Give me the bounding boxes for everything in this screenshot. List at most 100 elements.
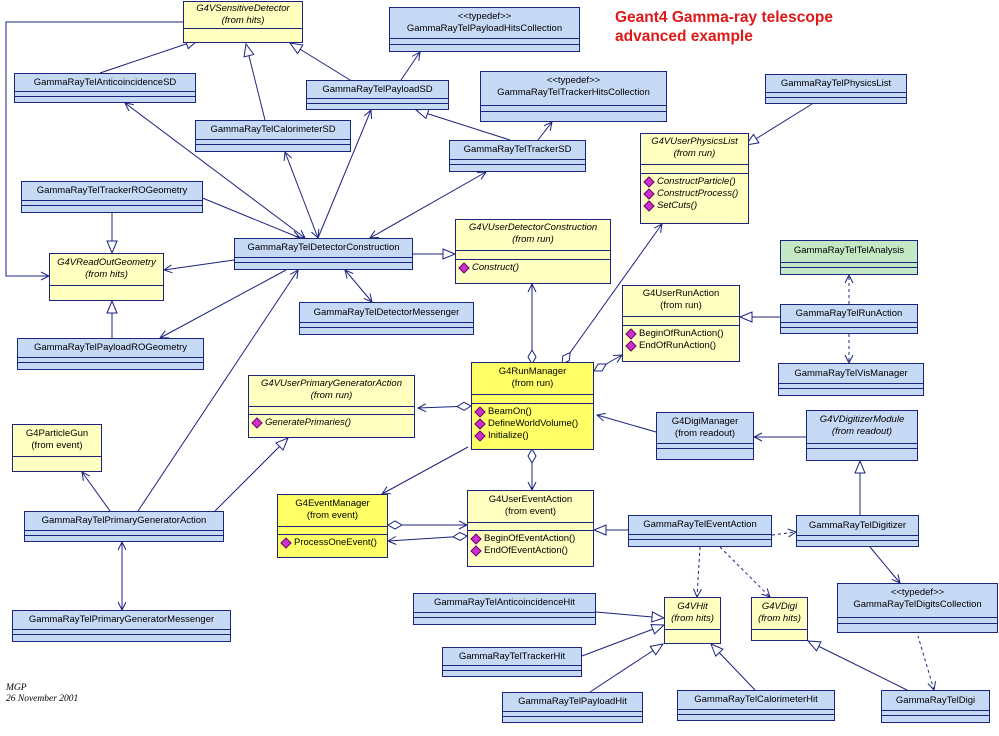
class-name: GammaRayTelPrimaryGeneratorAction: [41, 515, 207, 526]
class-g4vdigi[interactable]: G4VDigi(from hits): [751, 597, 808, 641]
class-g4vuserdetectorconstruction[interactable]: G4VUserDetectorConstruction(from run) Co…: [455, 219, 611, 284]
class-digits-collection[interactable]: <<typedef>>GammaRayTelDigitsCollection: [837, 583, 998, 633]
class-package: (from run): [511, 378, 554, 389]
operation-label: EndOfRunAction(): [639, 340, 717, 351]
class-name: G4VDigitizerModule: [819, 414, 905, 425]
class-payload-hit[interactable]: GammaRayTelPayloadHit: [502, 692, 643, 723]
class-event-action[interactable]: GammaRayTelEventAction: [628, 515, 772, 547]
operation-item[interactable]: GeneratePrimaries(): [251, 417, 412, 429]
operation-item[interactable]: EndOfRunAction(): [625, 340, 737, 352]
class-g4vsensitivedetector[interactable]: G4VSensitiveDetector(from hits): [183, 1, 303, 43]
operation-item[interactable]: BeginOfRunAction(): [625, 328, 737, 340]
operation-icon: [625, 340, 637, 352]
class-g4vuserphysicslist[interactable]: G4VUserPhysicsList(from run) ConstructPa…: [640, 133, 749, 224]
operation-item[interactable]: ConstructProcess(): [643, 188, 746, 200]
class-primary-generator-messenger[interactable]: GammaRayTelPrimaryGeneratorMessenger: [12, 610, 231, 642]
class-name: GammaRayTelPhysicsList: [780, 78, 892, 89]
class-digitizer[interactable]: GammaRayTelDigitizer: [796, 515, 919, 547]
class-tracker-hit[interactable]: GammaRayTelTrackerHit: [442, 647, 582, 677]
class-attributes: [22, 200, 202, 205]
class-payload-ro-geometry[interactable]: GammaRayTelPayloadROGeometry: [17, 338, 204, 370]
gen-calorimeter-sd: [246, 44, 266, 121]
class-tracker-hits-collection[interactable]: <<typedef>>GammaRayTelTrackerHitsCollect…: [480, 71, 667, 122]
operation-item[interactable]: ProcessOneEvent(): [280, 537, 385, 549]
class-g4vreadoutgeometry[interactable]: G4VReadOutGeometry(from hits): [49, 253, 164, 301]
dep-event-vdigi: [719, 546, 770, 597]
class-run-action[interactable]: GammaRayTelRunAction: [780, 304, 918, 334]
class-name: G4ParticleGun: [25, 428, 89, 439]
operation-label: Construct(): [472, 262, 519, 273]
operation-label: BeginOfEventAction(): [484, 533, 576, 544]
class-operations: [797, 540, 918, 541]
class-g4vdigitizermodule[interactable]: G4VDigitizerModule(from readout): [806, 410, 918, 461]
class-operations: [779, 388, 923, 389]
class-name: GammaRayTelTrackerSD: [463, 144, 572, 155]
operation-item[interactable]: BeginOfEventAction(): [470, 533, 591, 545]
class-name: GammaRayTelPayloadSD: [322, 84, 433, 95]
class-payload-hits-collection[interactable]: <<typedef>>GammaRayTelPayloadHitsCollect…: [389, 7, 580, 52]
class-operations: BeamOn() DefineWorldVolume() Initialize(…: [472, 403, 593, 444]
class-operations: [781, 267, 917, 268]
class-physics-list[interactable]: GammaRayTelPhysicsList: [765, 74, 907, 104]
class-g4usereventaction[interactable]: G4UserEventAction(from event) BeginOfEve…: [467, 490, 594, 567]
operation-item[interactable]: Initialize(): [474, 430, 591, 442]
author-note: MGP 26 November 2001: [6, 683, 78, 705]
assoc-dc-tracker-ro: [199, 196, 300, 238]
operation-label: DefineWorldVolume(): [488, 418, 579, 429]
class-operations: [781, 327, 917, 328]
operation-label: Initialize(): [488, 430, 529, 441]
class-g4runmanager[interactable]: G4RunManager(from run) BeamOn() DefineWo…: [471, 362, 594, 450]
class-name: G4VSensitiveDetector: [196, 3, 290, 14]
class-attributes: [414, 612, 595, 617]
class-anticoincidence-hit[interactable]: GammaRayTelAnticoincidenceHit: [413, 593, 596, 625]
class-operations: [838, 623, 997, 624]
class-tel-analysis[interactable]: GammaRayTelTelAnalysis: [780, 240, 918, 275]
class-package: (from readout): [674, 428, 736, 439]
operation-item[interactable]: DefineWorldVolume(): [474, 418, 591, 430]
class-tracker-ro-geometry[interactable]: GammaRayTelTrackerROGeometry: [21, 181, 203, 213]
operation-icon: [474, 430, 486, 442]
class-attributes: [300, 322, 473, 327]
class-package: (from run): [660, 300, 702, 311]
operation-item[interactable]: SetCuts(): [643, 200, 746, 212]
class-tracker-sd[interactable]: GammaRayTelTrackerSD: [449, 140, 586, 172]
gen-anticoincidence-hit: [595, 612, 664, 618]
class-g4vuserprimarygeneratoraction[interactable]: G4VUserPrimaryGeneratorAction(from run) …: [248, 375, 415, 438]
class-attributes: [882, 710, 989, 715]
class-operations: [882, 715, 989, 716]
class-name: G4VUserPrimaryGeneratorAction: [261, 378, 402, 389]
operation-item[interactable]: ConstructParticle(): [643, 176, 746, 188]
class-package: (from run): [512, 234, 554, 245]
class-detector-construction[interactable]: GammaRayTelDetectorConstruction: [234, 238, 413, 270]
class-payload-sd[interactable]: GammaRayTelPayloadSD: [306, 80, 449, 110]
class-operations: GeneratePrimaries(): [249, 414, 414, 431]
operation-label: ConstructProcess(): [657, 188, 739, 199]
class-name: G4DigiManager: [671, 416, 739, 427]
assoc-dc-payload: [317, 110, 371, 239]
class-g4digimanager[interactable]: G4DigiManager(from readout): [656, 412, 754, 460]
class-attributes: [481, 105, 666, 111]
operation-item[interactable]: Construct(): [458, 262, 608, 274]
class-name: GammaRayTelDetectorConstruction: [247, 242, 400, 253]
class-calorimeter-sd[interactable]: GammaRayTelCalorimeterSD: [195, 120, 351, 152]
class-attributes: [307, 98, 448, 103]
gen-tracker-sd: [416, 110, 511, 141]
operation-item[interactable]: BeamOn(): [474, 406, 591, 418]
operation-item[interactable]: EndOfEventAction(): [470, 545, 591, 557]
class-primary-generator-action[interactable]: GammaRayTelPrimaryGeneratorAction: [24, 511, 224, 542]
class-anticoincidence-sd[interactable]: GammaRayTelAnticoincidenceSD: [14, 73, 196, 103]
class-calorimeter-hit[interactable]: GammaRayTelCalorimeterHit: [677, 690, 835, 721]
class-detector-messenger[interactable]: GammaRayTelDetectorMessenger: [299, 302, 474, 335]
class-g4vhit[interactable]: G4VHit(from hits): [664, 597, 721, 644]
assoc-digitizer-digits: [869, 546, 900, 583]
class-vis-manager[interactable]: GammaRayTelVisManager: [778, 363, 924, 396]
class-g4particlegun[interactable]: G4ParticleGun(from event): [12, 424, 102, 472]
agg-user-event-event-manager: [388, 536, 467, 541]
class-g4userrunaction[interactable]: G4UserRunAction(from run) BeginOfRunActi…: [622, 285, 740, 362]
class-name: GammaRayTelDigi: [895, 695, 976, 706]
class-digi[interactable]: GammaRayTelDigi: [881, 690, 990, 723]
class-operations: [300, 327, 473, 328]
class-g4eventmanager[interactable]: G4EventManager(from event) ProcessOneEve…: [277, 494, 388, 558]
class-operations: [414, 617, 595, 618]
gen-payload-hit: [589, 644, 663, 693]
